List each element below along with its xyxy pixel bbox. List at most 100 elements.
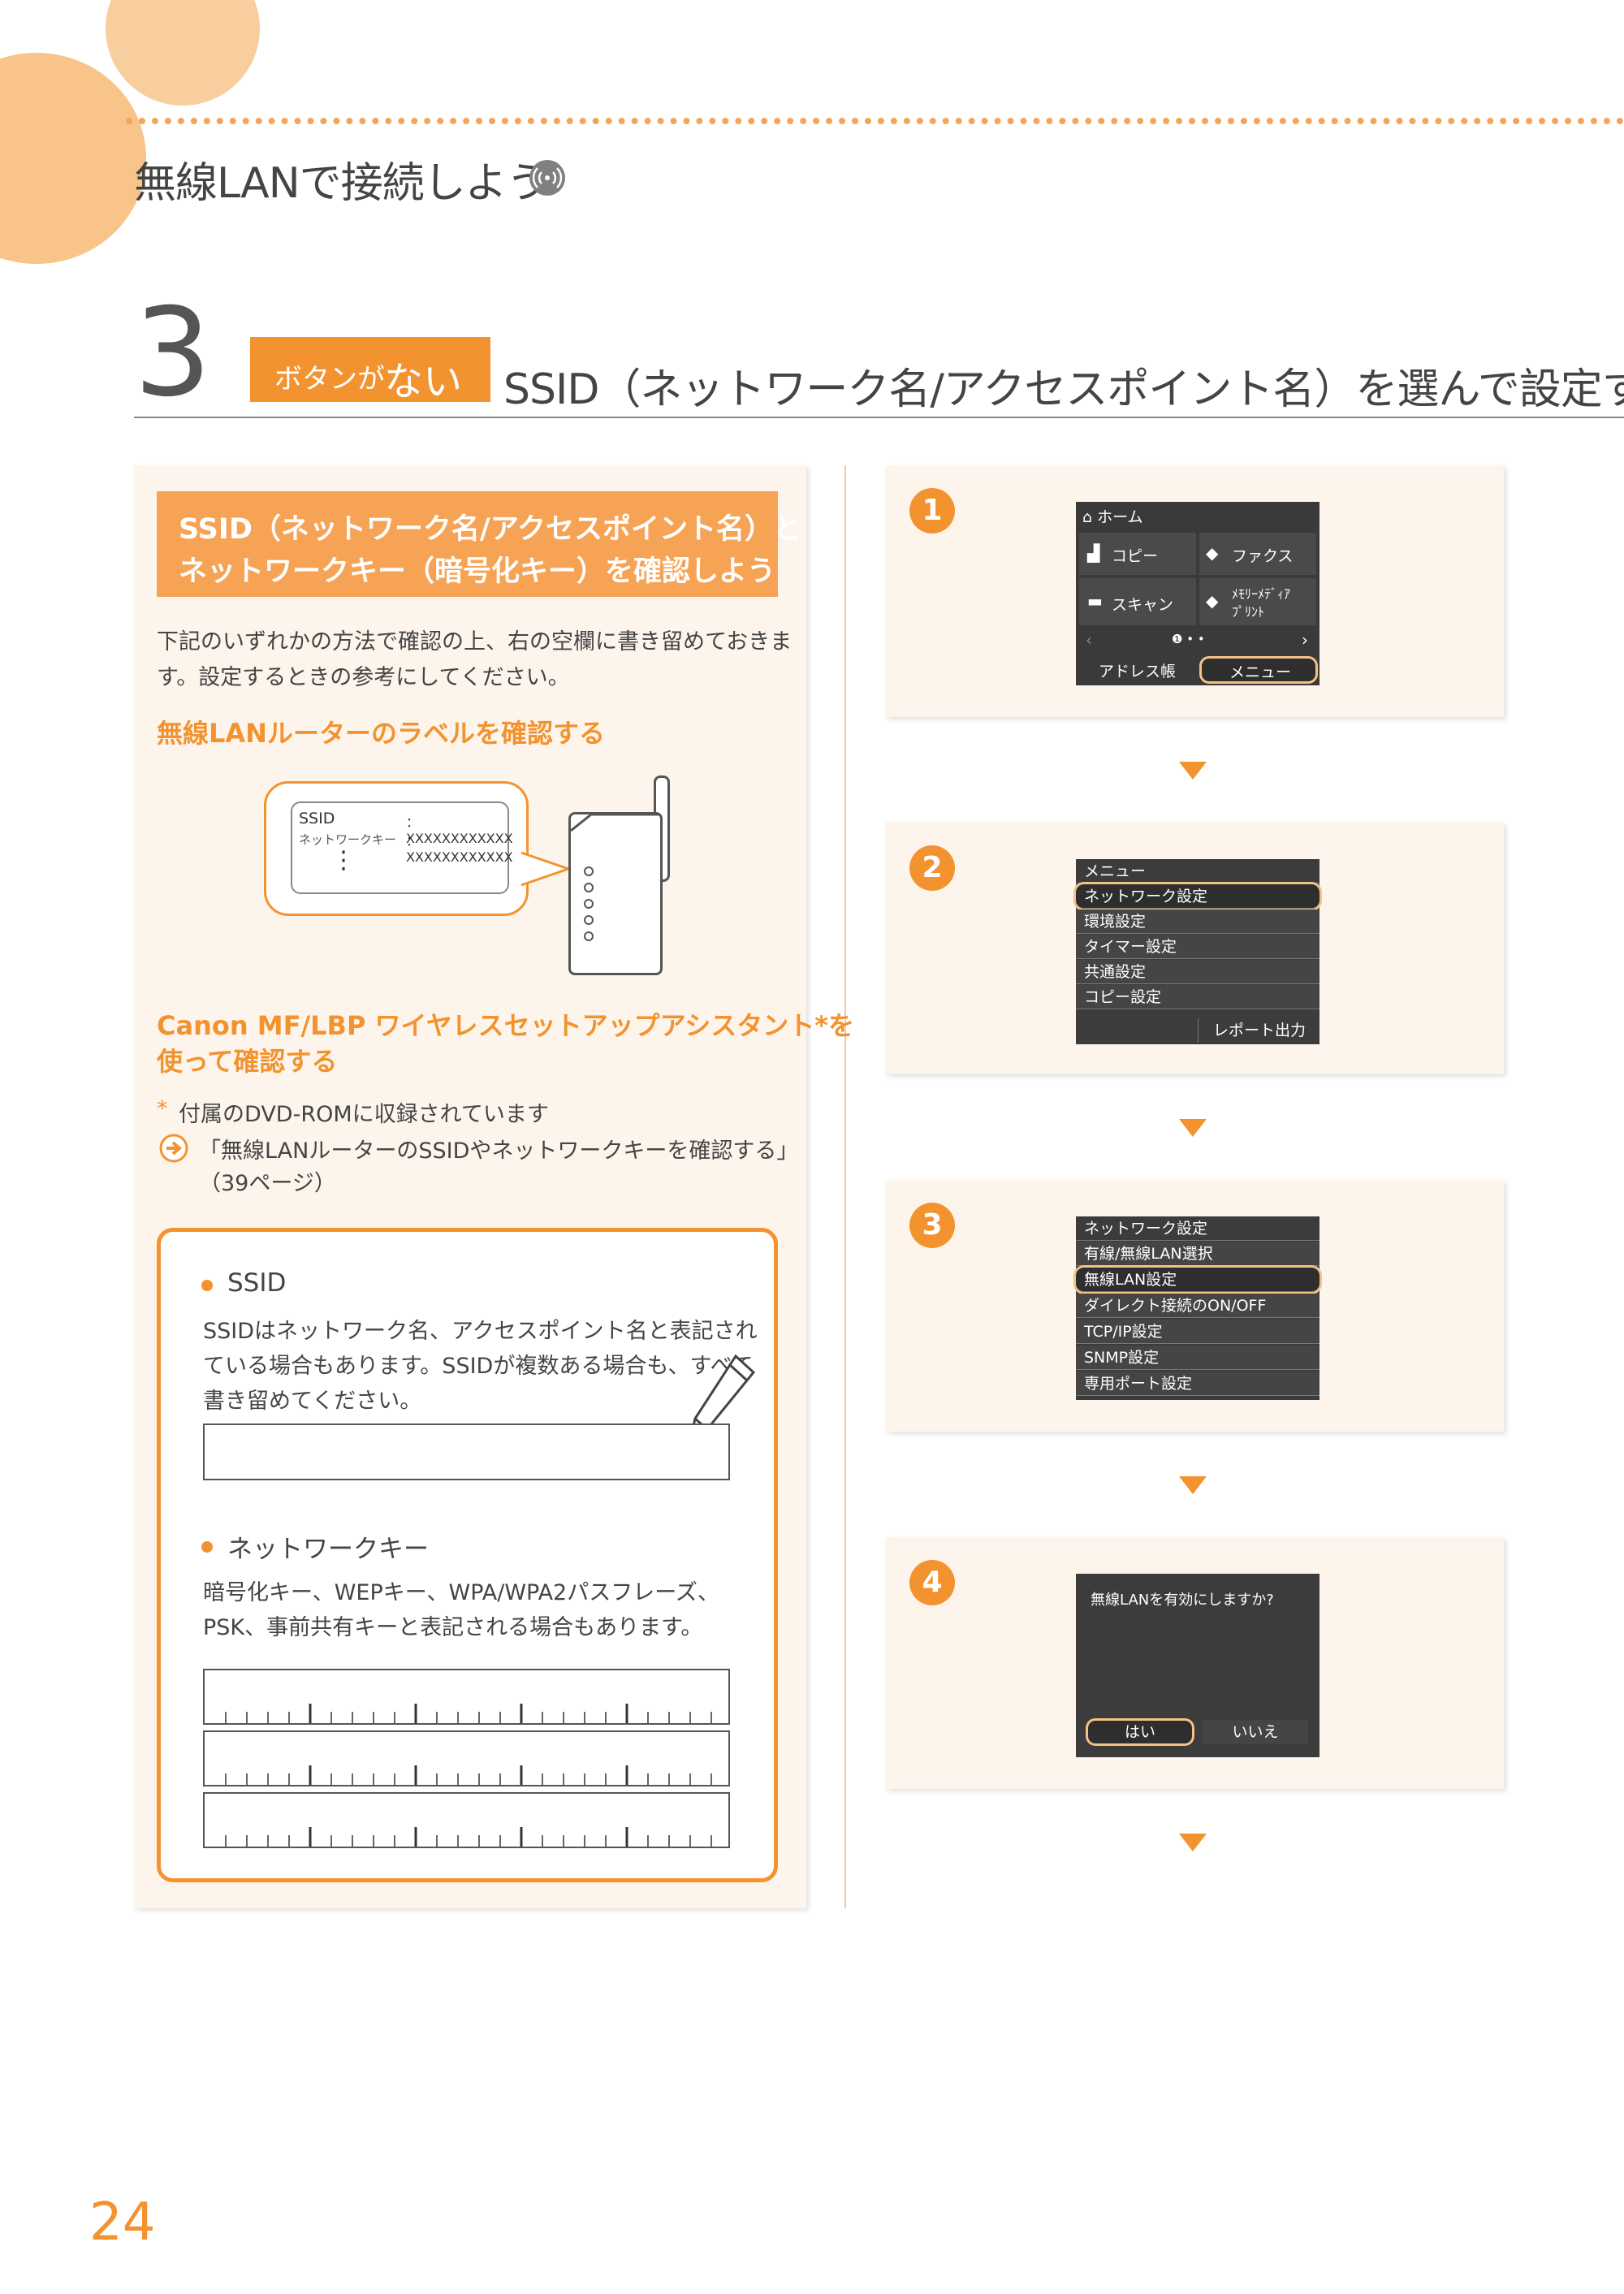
- router-label-bubble: SSID ：XXXXXXXXXXXX ネットワークキー ：XXXXXXXXXXX…: [264, 781, 529, 916]
- section-heading-line1: SSID（ネットワーク名/アクセスポイント名）と: [179, 513, 801, 546]
- tick-ruler: [225, 1765, 712, 1785]
- no-button[interactable]: いいえ: [1203, 1720, 1308, 1744]
- router-label-heading: 無線LANルーターのラベルを確認する: [157, 718, 605, 749]
- arrow-down-icon: [1179, 1119, 1207, 1137]
- copy-icon: ▟: [1087, 543, 1100, 563]
- no-button-badge: ボタンが ない: [250, 337, 490, 404]
- report-output-button[interactable]: レポート出力: [1198, 1018, 1320, 1043]
- screen-title: ネットワーク設定: [1076, 1216, 1320, 1241]
- ssid-desc-line3: 書き留めてください。: [203, 1389, 422, 1414]
- address-book-button[interactable]: アドレス帳: [1099, 663, 1177, 680]
- menu-item-common[interactable]: 共通設定: [1076, 960, 1320, 984]
- arrow-down-icon: [1179, 1834, 1207, 1851]
- tick-ruler: [225, 1704, 712, 1723]
- ssid-desc-line2: ている場合もあります。SSIDが複数ある場合も、すべて: [203, 1354, 754, 1379]
- assistant-heading-line2: 使って確認する: [157, 1046, 338, 1077]
- footnote-mark: *: [157, 1096, 168, 1121]
- home-label: ホーム: [1097, 508, 1143, 526]
- tick-ruler: [225, 1827, 712, 1847]
- reference-link-line2: （39ページ）: [199, 1171, 336, 1196]
- label-more: ⋮: [331, 846, 356, 875]
- page-number: 24: [89, 2192, 156, 2253]
- scan-icon: ▬: [1087, 591, 1103, 611]
- step-card-2: 2 メニュー ネットワーク設定 環境設定 タイマー設定 共通設定 コピー設定 レ…: [885, 823, 1504, 1074]
- menu-screen: メニュー ネットワーク設定 環境設定 タイマー設定 共通設定 コピー設定 レポー…: [1073, 859, 1322, 1044]
- step-badge: 3: [909, 1203, 955, 1248]
- label-ssid-value: ：XXXXXXXXXXXX: [406, 814, 513, 846]
- assistant-heading-line1: Canon MF/LBP ワイヤレスセットアップアシスタント*を: [157, 1010, 855, 1041]
- menu-button-label: メニュー: [1229, 663, 1292, 681]
- ssid-write-field: [203, 1423, 730, 1480]
- bullet-icon: [201, 1541, 213, 1553]
- tile-memory-label: ﾒﾓﾘｰﾒﾃﾞｨｱ: [1232, 586, 1291, 602]
- step-badge: 1: [909, 488, 955, 534]
- key-write-field-3: [203, 1792, 730, 1848]
- key-desc-line2: PSK、事前共有キーと表記される場合もあります。: [203, 1615, 703, 1640]
- reference-link-line1[interactable]: 「無線LANルーターのSSIDやネットワークキーを確認する」: [199, 1138, 799, 1164]
- tile-fax-label: ファクス: [1232, 547, 1294, 565]
- chevron-right-icon[interactable]: ›: [1302, 630, 1308, 650]
- column-divider: [844, 465, 846, 1908]
- wireless-confirm-screen: 無線LANを有効にしますか? はい いいえ: [1076, 1574, 1320, 1757]
- menu-item-wired-wireless[interactable]: 有線/無線LAN選択: [1076, 1242, 1320, 1266]
- tile-scan[interactable]: ▬ スキャン: [1079, 578, 1196, 625]
- wifi-icon: [529, 160, 565, 196]
- tile-memory-print[interactable]: ◆ ﾒﾓﾘｰﾒﾃﾞｨｱ ﾌﾟﾘﾝﾄ: [1199, 578, 1316, 625]
- page-indicator: ❶ • •: [1172, 632, 1205, 646]
- step-badge: 4: [909, 1560, 955, 1605]
- key-write-field-1: [203, 1669, 730, 1725]
- step-title: SSID（ネットワーク名/アクセスポイント名）を選んで設定する: [503, 365, 1624, 414]
- step-card-1: 1 ⌂ ホーム ▟ コピー ◆ ファクス ▬ スキャン ◆ ﾒﾓﾘｰﾒﾃﾞｨｱ …: [885, 465, 1504, 717]
- key-write-field-2: [203, 1730, 730, 1786]
- intro-text-line1: 下記のいずれかの方法で確認の上、右の空欄に書き留めておきま: [157, 629, 793, 655]
- home-icon: ⌂: [1082, 508, 1093, 526]
- label-key: ネットワークキー: [299, 832, 397, 847]
- intro-text-line2: す。設定するときの参考にしてください。: [157, 665, 570, 690]
- label-key-value: ：XXXXXXXXXXXX: [406, 833, 513, 865]
- tile-scan-label: スキャン: [1112, 596, 1174, 614]
- tile-copy-label: コピー: [1112, 547, 1159, 565]
- screen-title: メニュー: [1076, 859, 1320, 883]
- menu-item-copy[interactable]: コピー設定: [1076, 985, 1320, 1009]
- menu-button[interactable]: メニュー: [1199, 656, 1318, 684]
- tile-print-label: ﾌﾟﾘﾝﾄ: [1232, 604, 1265, 620]
- fax-icon: ◆: [1206, 543, 1219, 563]
- label-ssid: SSID: [299, 810, 335, 827]
- arrow-down-icon: [1179, 762, 1207, 780]
- badge-big-text: ない: [384, 359, 463, 404]
- tile-copy[interactable]: ▟ コピー: [1079, 533, 1196, 575]
- decor-circle: [0, 53, 146, 264]
- tile-fax[interactable]: ◆ ファクス: [1199, 533, 1316, 575]
- menu-item-snmp[interactable]: SNMP設定: [1076, 1346, 1320, 1370]
- bullet-icon: [201, 1280, 213, 1291]
- yes-button[interactable]: はい: [1086, 1718, 1194, 1746]
- key-desc-line1: 暗号化キー、WEPキー、WPA/WPA2パスフレーズ、: [203, 1580, 719, 1605]
- badge-small-text: ボタンが: [274, 363, 385, 395]
- network-settings-screen: ネットワーク設定 有線/無線LAN選択 無線LAN設定 ダイレクト接続のON/O…: [1073, 1216, 1322, 1400]
- label-card: SSID ：XXXXXXXXXXXX ネットワークキー ：XXXXXXXXXXX…: [291, 801, 513, 894]
- menu-item-wireless-lan[interactable]: 無線LAN設定: [1073, 1265, 1322, 1294]
- section-heading-line2: ネットワークキー（暗号化キー）を確認しよう: [179, 555, 776, 588]
- title-divider: [134, 417, 1624, 418]
- menu-item-network[interactable]: ネットワーク設定: [1073, 882, 1322, 911]
- ssid-label: SSID: [227, 1268, 287, 1298]
- key-label: ネットワークキー: [227, 1535, 429, 1564]
- arrow-down-icon: [1179, 1476, 1207, 1494]
- chevron-left-icon[interactable]: ‹: [1086, 630, 1092, 650]
- menu-item-dedicated-port[interactable]: 専用ポート設定: [1076, 1372, 1320, 1396]
- arrow-right-icon: [158, 1133, 189, 1164]
- section-heading: SSID（ネットワーク名/アクセスポイント名）と ネットワークキー（暗号化キー）…: [157, 491, 801, 597]
- step-number: 3: [134, 283, 212, 424]
- router-icon: [568, 812, 663, 975]
- dotted-divider: [126, 118, 1624, 124]
- ssid-desc-line1: SSIDはネットワーク名、アクセスポイント名と表記され: [203, 1319, 758, 1344]
- page-header-title: 無線LANで接続しよう: [134, 159, 549, 208]
- confirm-question: 無線LANを有効にしますか?: [1091, 1592, 1274, 1609]
- menu-item-environment[interactable]: 環境設定: [1076, 909, 1320, 934]
- step-card-3: 3 ネットワーク設定 有線/無線LAN選択 無線LAN設定 ダイレクト接続のON…: [885, 1180, 1504, 1432]
- step-card-4: 4 無線LANを有効にしますか? はい いいえ: [885, 1537, 1504, 1789]
- menu-item-timer[interactable]: タイマー設定: [1076, 935, 1320, 959]
- menu-item-direct-connect[interactable]: ダイレクト接続のON/OFF: [1076, 1294, 1320, 1318]
- menu-item-tcpip[interactable]: TCP/IP設定: [1076, 1320, 1320, 1344]
- step-badge: 2: [909, 845, 955, 891]
